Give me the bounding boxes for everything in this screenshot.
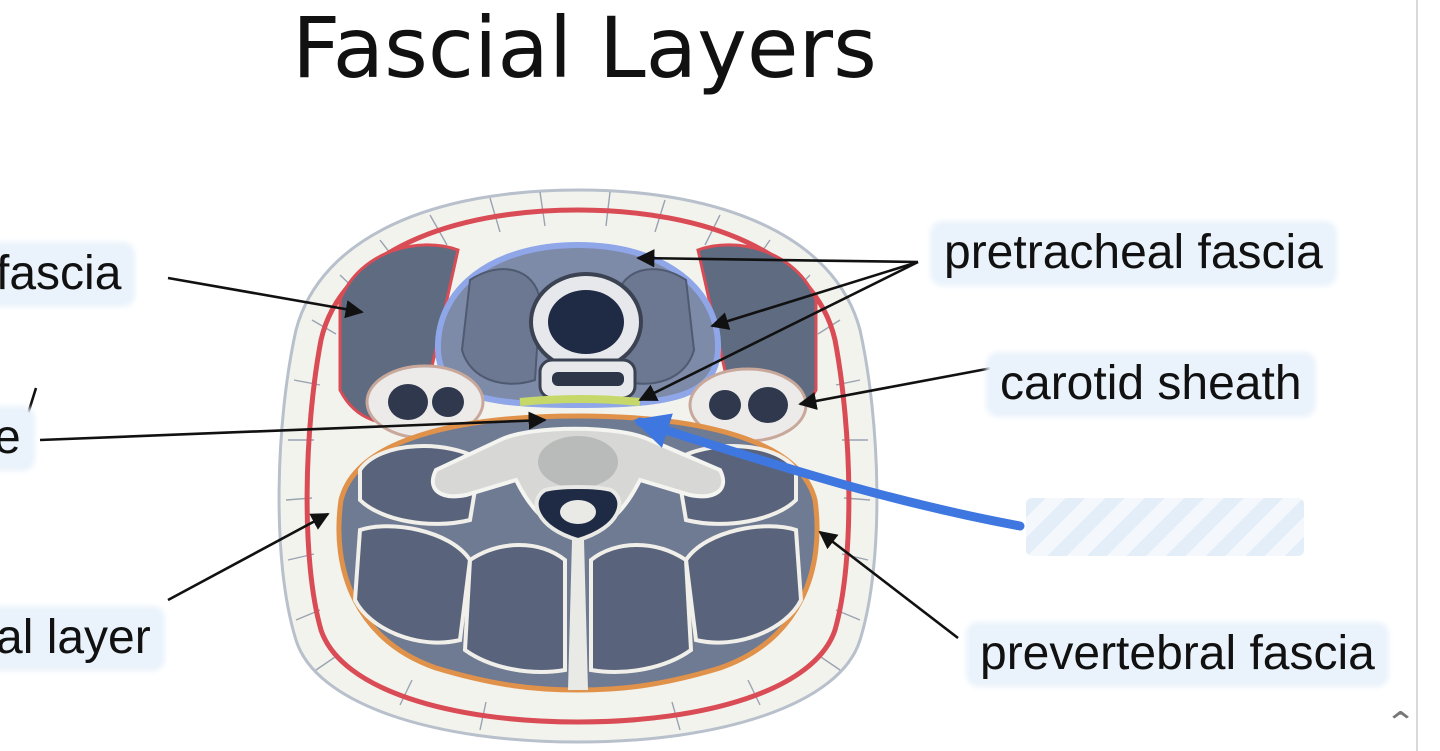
label-prevertebral-fascia: prevertebral fascia [970,626,1385,683]
label-carotid-sheath: carotid sheath [990,356,1312,413]
label-left-middle: e [0,410,31,467]
thyroid-left [460,268,542,385]
label-left-bottom: al layer [0,610,161,667]
label-pretracheal-fascia: pretracheal fascia [934,225,1333,282]
trachea-lumen [548,290,624,354]
arrow-left-middle [39,411,547,442]
arrow-right-middle [798,366,993,410]
nuchal-ligament [568,540,588,690]
label-left-top: fascia [0,246,132,303]
slide-title: Fascial Layers [292,0,877,97]
spinal-cord [560,500,596,524]
arrow-right-top-1 [636,249,919,268]
slide-right-border [1416,0,1418,751]
highlight-pointer-arrow [633,413,1025,531]
arrow-left-top [167,276,364,319]
chevron-up-icon[interactable]: ⌃ [1384,706,1417,741]
investing-layer [304,207,852,725]
vertebral-centrum [538,436,618,488]
arrow-right-top-2 [710,260,919,330]
arrow-left-bottom [167,512,330,602]
buccopharyngeal-fascia [519,395,641,406]
arrow-right-top-3 [638,260,919,402]
arrow-right-bottom [818,530,959,640]
hidden-answer-label[interactable] [1026,498,1304,556]
carotid-sheath-left [365,364,485,440]
carotid-sheath-right [688,367,808,443]
leader-lines [24,249,993,640]
